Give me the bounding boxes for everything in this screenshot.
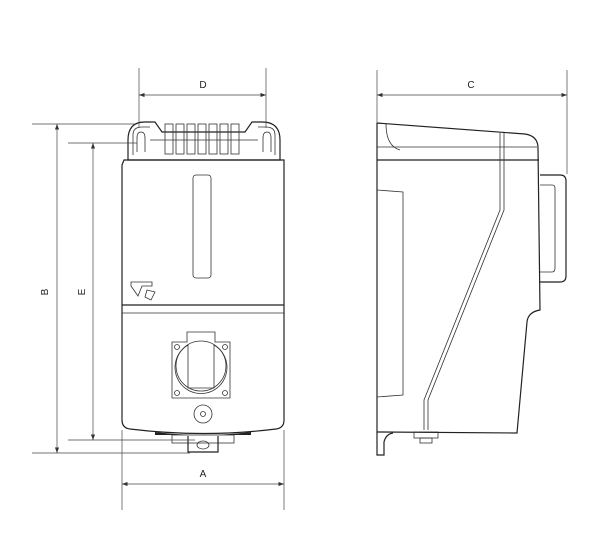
dimension-c-label: C bbox=[467, 80, 474, 91]
dimension-e-label: E bbox=[77, 288, 88, 295]
dimension-a-label: A bbox=[200, 469, 207, 480]
front-view bbox=[121, 121, 285, 453]
dimension-c: C bbox=[376, 70, 568, 174]
dimension-e: E bbox=[68, 142, 195, 441]
brand-logo bbox=[130, 281, 156, 301]
dimension-b: B bbox=[32, 123, 190, 454]
socket bbox=[171, 331, 231, 399]
dimension-d: D bbox=[138, 68, 267, 128]
dimension-b-label: B bbox=[40, 288, 51, 295]
dimension-d-label: D bbox=[199, 80, 206, 91]
dimension-a: A bbox=[121, 430, 285, 510]
side-view bbox=[376, 122, 567, 456]
